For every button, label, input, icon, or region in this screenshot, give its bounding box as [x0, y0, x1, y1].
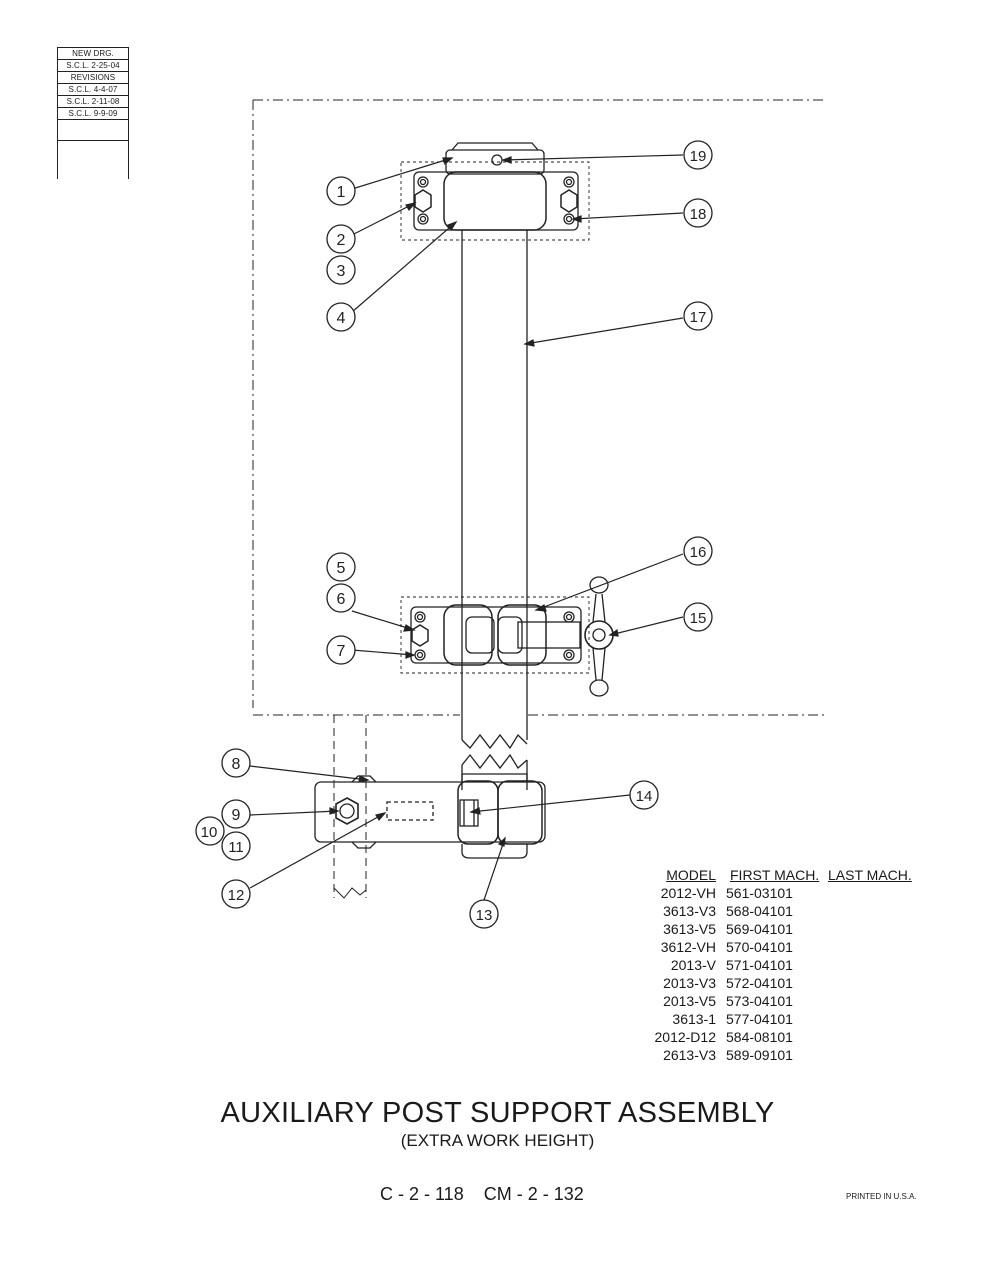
model-table-header: MODEL FIRST MACH. LAST MACH. — [640, 866, 940, 884]
table-row: 2013-V3 572-04101 — [640, 974, 940, 992]
callout-bubble — [683, 140, 713, 170]
last-mach-cell — [828, 884, 940, 902]
model-cell: 2013-V — [670, 957, 716, 973]
last-mach-cell — [828, 1046, 940, 1064]
callout-bubble — [326, 552, 356, 582]
first-mach-cell: 584-08101 — [726, 1029, 793, 1045]
first-mach-cell: 577-04101 — [726, 1011, 793, 1027]
last-mach-cell — [828, 902, 940, 920]
callout-number: 16 — [690, 544, 707, 561]
callout-bubble — [683, 198, 713, 228]
callout-number: 12 — [228, 887, 245, 904]
table-row: 3612-VH 570-04101 — [640, 938, 940, 956]
callout-number: 3 — [337, 263, 346, 280]
callout-bubble — [326, 176, 356, 206]
header-model: MODEL — [666, 867, 716, 883]
model-cell: 3613-1 — [672, 1011, 716, 1027]
first-mach-cell: 569-04101 — [726, 921, 793, 937]
callout-number: 15 — [690, 610, 707, 627]
first-mach-cell: 573-04101 — [726, 993, 793, 1009]
last-mach-cell — [828, 956, 940, 974]
first-mach-cell: 589-09101 — [726, 1047, 793, 1063]
drawing-numbers: C - 2 - 118 CM - 2 - 132 — [380, 1184, 584, 1204]
revision-row: S.C.L. 4-4-07 — [58, 84, 128, 96]
table-row: 3613-V3 568-04101 — [640, 902, 940, 920]
callout-bubble — [326, 583, 356, 613]
callout-number: 18 — [690, 206, 707, 223]
model-cell: 2613-V3 — [663, 1047, 716, 1063]
callout-number: 5 — [337, 560, 346, 577]
callout-number: 8 — [232, 756, 241, 773]
header-last-mach: LAST MACH. — [828, 867, 912, 883]
callout-bubble — [683, 536, 713, 566]
table-row: 2012-D12 584-08101 — [640, 1028, 940, 1046]
callout-bubble — [683, 301, 713, 331]
printed-in-usa: PRINTED IN U.S.A. — [846, 1192, 917, 1201]
first-mach-cell: 570-04101 — [726, 939, 793, 955]
table-row: 2012-VH 561-03101 — [640, 884, 940, 902]
callout-bubble — [326, 224, 356, 254]
last-mach-cell — [828, 1028, 940, 1046]
drawing-subtitle: (EXTRA WORK HEIGHT) — [400, 1131, 595, 1150]
model-table-body: 2012-VH 561-03101 3613-V3 568-04101 3613-V5 5… — [640, 884, 940, 1064]
model-table: MODEL FIRST MACH. LAST MACH. 2012-VH 561-… — [640, 866, 940, 1064]
table-row: 2013-V5 573-04101 — [640, 992, 940, 1010]
callout-number: 1 — [337, 184, 346, 201]
callout-bubble — [629, 780, 659, 810]
model-cell: 2012-D12 — [654, 1029, 717, 1045]
first-mach-cell: 568-04101 — [726, 903, 793, 919]
callout-number: 2 — [337, 232, 346, 249]
table-row: 2613-V3 589-09101 — [640, 1046, 940, 1064]
callout-number: 9 — [232, 807, 241, 824]
callout-number: 11 — [228, 839, 244, 856]
revision-row: REVISIONS — [58, 72, 128, 84]
callout-number: 17 — [690, 309, 707, 326]
last-mach-cell — [828, 1010, 940, 1028]
table-row: 3613-V5 569-04101 — [640, 920, 940, 938]
callout-number: 10 — [201, 824, 218, 841]
model-cell: 2012-VH — [660, 885, 716, 901]
first-mach-cell: 572-04101 — [726, 975, 793, 991]
revision-row: S.C.L. 2-11-08 — [58, 96, 128, 108]
revision-row: S.C.L. 9-9-09 — [58, 108, 128, 120]
revision-block: NEW DRG. S.C.L. 2-25-04 REVISIONS S.C.L.… — [57, 47, 129, 179]
callout-number: 13 — [476, 907, 493, 924]
callout-bubble — [326, 635, 356, 665]
revision-row: NEW DRG. — [58, 48, 128, 60]
model-cell: 2013-V3 — [663, 975, 716, 991]
callout-bubble — [326, 255, 356, 285]
last-mach-cell — [828, 992, 940, 1010]
last-mach-cell — [828, 920, 940, 938]
header-first-mach: FIRST MACH. — [730, 867, 820, 883]
callout-number: 14 — [636, 788, 653, 805]
callout-bubble — [221, 799, 251, 829]
model-cell: 3613-V3 — [663, 903, 716, 919]
model-cell: 3612-VH — [660, 939, 716, 955]
callout-number: 7 — [337, 643, 346, 660]
callout-number: 19 — [690, 148, 707, 165]
callout-bubble — [326, 302, 356, 332]
model-cell: 2013-V5 — [663, 993, 716, 1009]
callout-number: 4 — [337, 310, 346, 327]
table-row: 3613-1 577-04101 — [640, 1010, 940, 1028]
last-mach-cell — [828, 974, 940, 992]
table-row: 2013-V 571-04101 — [640, 956, 940, 974]
first-mach-cell: 571-04101 — [726, 957, 793, 973]
revision-row: S.C.L. 2-25-04 — [58, 60, 128, 72]
callout-bubble — [221, 879, 251, 909]
first-mach-cell: 561-03101 — [726, 885, 793, 901]
callout-bubble — [195, 816, 225, 846]
callout-bubble — [683, 602, 713, 632]
callout-bubble — [469, 899, 499, 929]
last-mach-cell — [828, 938, 940, 956]
model-cell: 3613-V5 — [663, 921, 716, 937]
callout-bubble — [221, 831, 251, 861]
revision-row-blank — [58, 120, 128, 141]
callout-bubble — [221, 748, 251, 778]
callout-number: 6 — [337, 591, 346, 608]
drawing-title: AUXILIARY POST SUPPORT ASSEMBLY — [220, 1097, 775, 1129]
